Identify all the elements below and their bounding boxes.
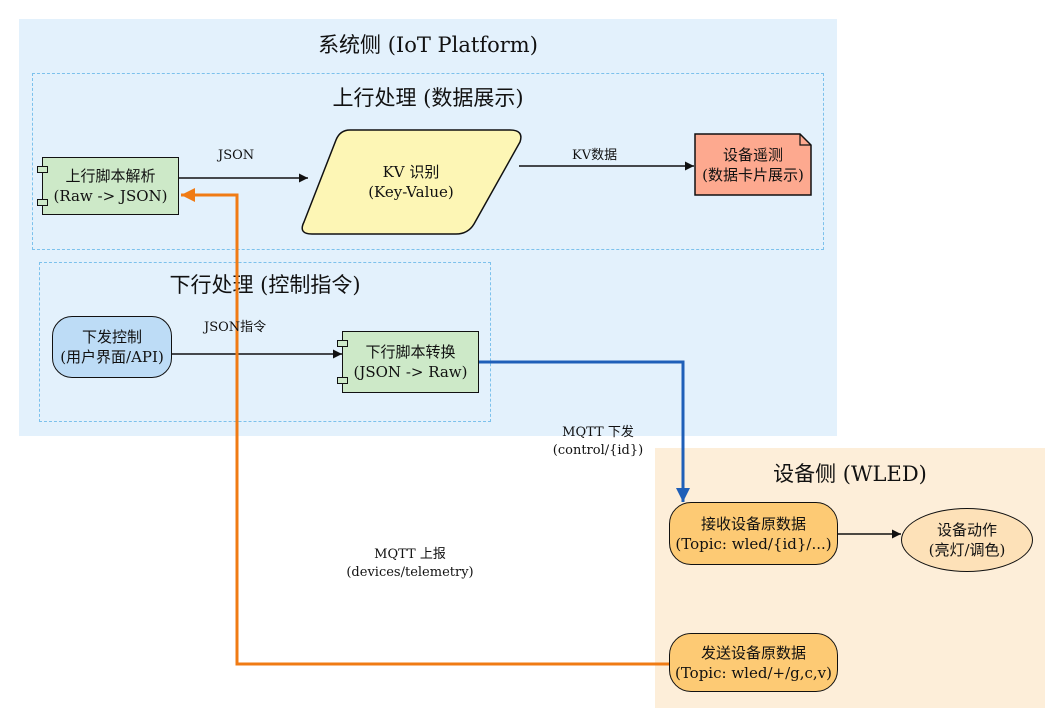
system-side-title: 系统侧 (IoT Platform)	[318, 33, 538, 57]
mqtt-up-line1: MQTT 上报	[374, 547, 446, 562]
downlink-cluster: 下行处理 (控制指令)	[39, 262, 491, 422]
downlink-title: 下行处理 (控制指令)	[169, 273, 361, 297]
send-raw-data-node[interactable]: 发送设备原数据 (Topic: wled/+/g,c,v)	[669, 633, 838, 692]
device-action-title: 设备动作	[936, 521, 997, 539]
edge-mqtt-up-line	[181, 188, 669, 666]
edge-json-cmd-label: JSON指令	[204, 320, 267, 335]
kv-parallelogram-shape	[301, 129, 522, 235]
uplink-script-title: 上行脚本解析	[65, 167, 156, 185]
downlink-script-node[interactable]: 下行脚本转换 (JSON -> Raw)	[337, 331, 479, 393]
device-action-node[interactable]: 设备动作 (亮灯/调色)	[901, 508, 1033, 572]
uplink-script-node[interactable]: 上行脚本解析 (Raw -> JSON)	[37, 157, 179, 215]
uplink-script-subtitle: (Raw -> JSON)	[53, 187, 168, 205]
edge-mqtt-down-line	[479, 360, 690, 502]
edge-kv-data-label: KV数据	[572, 148, 618, 163]
telemetry-text: 设备遥测 (数据卡片展示)	[702, 145, 804, 185]
kv-subtitle: (Key-Value)	[368, 183, 454, 201]
receive-raw-subtitle: (Topic: wled/{id}/...)	[675, 534, 832, 553]
kv-title: KV 识别	[382, 163, 440, 181]
edge-json-label: JSON	[218, 148, 255, 163]
kv-text: KV 识别 (Key-Value)	[368, 162, 454, 202]
kv-recognition-node[interactable]: KV 识别 (Key-Value)	[298, 128, 524, 236]
receive-raw-data-node[interactable]: 接收设备原数据 (Topic: wled/{id}/...)	[669, 502, 838, 565]
uplink-title: 上行处理 (数据展示)	[332, 86, 524, 110]
send-control-title: 下发控制	[81, 328, 142, 346]
send-raw-title: 发送设备原数据	[700, 643, 806, 662]
mqtt-down-line1: MQTT 下发	[562, 425, 634, 440]
send-control-node[interactable]: 下发控制 (用户界面/API)	[52, 316, 172, 378]
edge-mqtt-down-label: MQTT 下发 (control/{id})	[548, 424, 648, 460]
downlink-script-title: 下行脚本转换	[365, 343, 456, 361]
device-action-subtitle: (亮灯/调色)	[928, 541, 1006, 559]
note-document-shape	[694, 133, 812, 196]
edge-mqtt-up-label: MQTT 上报 (devices/telemetry)	[340, 546, 480, 582]
telemetry-title: 设备遥测	[722, 145, 783, 164]
telemetry-subtitle: (数据卡片展示)	[702, 165, 804, 184]
send-raw-subtitle: (Topic: wled/+/g,c,v)	[674, 663, 832, 682]
device-telemetry-node[interactable]: 设备遥测 (数据卡片展示)	[694, 133, 812, 196]
receive-raw-title: 接收设备原数据	[700, 514, 806, 533]
uplink-cluster: 上行处理 (数据展示)	[32, 73, 824, 250]
mqtt-down-line2: (control/{id})	[552, 443, 644, 458]
send-control-subtitle: (用户界面/API)	[60, 348, 164, 366]
downlink-script-subtitle: (JSON -> Raw)	[353, 363, 468, 381]
mqtt-up-line2: (devices/telemetry)	[346, 565, 474, 580]
device-side-title: 设备侧 (WLED)	[773, 462, 927, 486]
